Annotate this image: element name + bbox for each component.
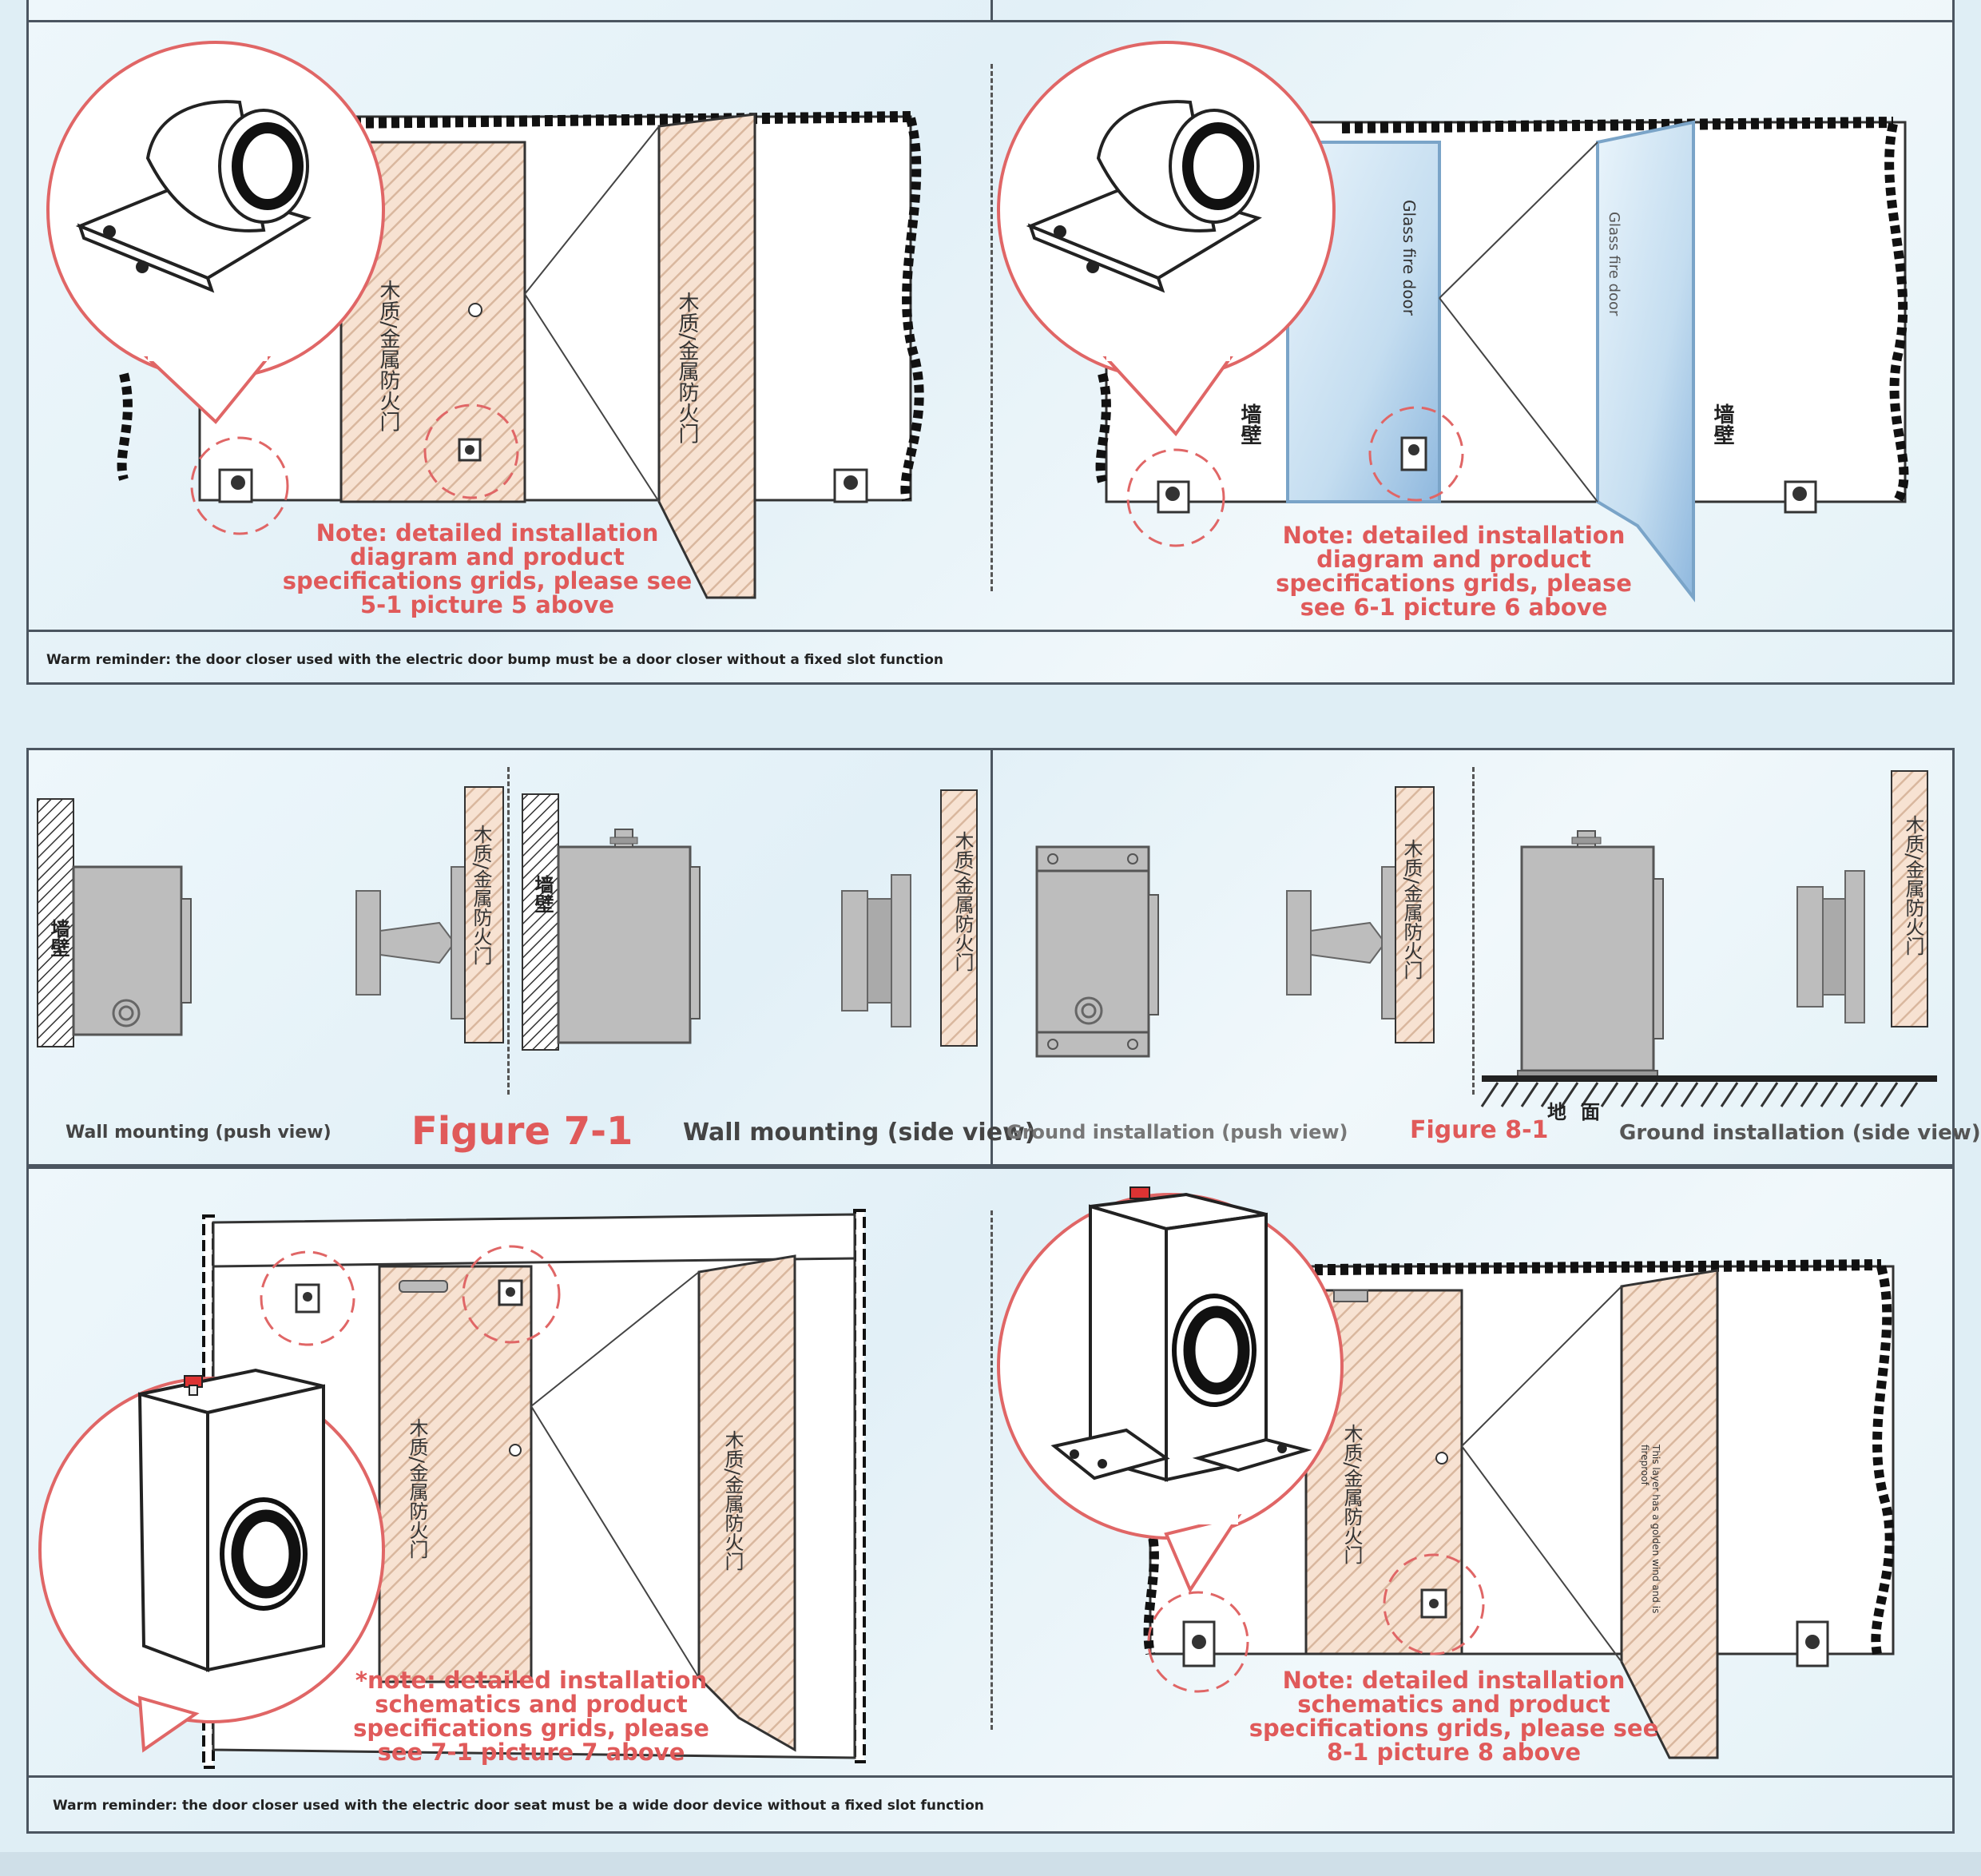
wall-push-door-label: 木质/金属防火门 bbox=[470, 825, 492, 966]
wall-side-view-caption: Wall mounting (side view) bbox=[683, 1119, 1036, 1147]
bottom-right-door-scene bbox=[997, 1186, 1895, 1759]
wall-mounting-push-view-drawing bbox=[37, 798, 192, 1047]
top-section-upper-rule bbox=[26, 20, 1955, 22]
wall-push-wall-label: 墙壁 bbox=[47, 919, 69, 957]
top-center-dashed-divider bbox=[990, 64, 993, 591]
ground-push-door-label: 木质/金属防火门 bbox=[1400, 839, 1423, 980]
bottom-warm-reminder: Warm reminder: the door closer used with… bbox=[53, 1798, 984, 1814]
ground-installation-push-view-strike bbox=[1286, 786, 1435, 1043]
ground-side-door-label: 木质/金属防火门 bbox=[1902, 815, 1924, 956]
top-left-door-label-2: 木质/金属防火门 bbox=[675, 292, 699, 444]
bottom-section-reminder-rule bbox=[26, 1775, 1955, 1778]
bottom-left-door-label-1: 木质/金属防火门 bbox=[406, 1418, 428, 1560]
bottom-right-door-label: 木质/金属防火门 bbox=[1340, 1424, 1363, 1565]
wall-push-view-caption: Wall mounting (push view) bbox=[66, 1123, 331, 1143]
top-left-install-note: Note: detailed installation diagram and … bbox=[282, 519, 693, 618]
wall-side-door-label: 木质/金属防火门 bbox=[951, 831, 974, 972]
ground-installation-push-view-drawing bbox=[1035, 845, 1159, 1058]
figure-7-title: Figure 7-1 bbox=[411, 1109, 633, 1154]
top-right-wall-label-1: 墙壁 bbox=[1237, 403, 1261, 445]
top-warm-reminder: Warm reminder: the door closer used with… bbox=[46, 652, 944, 668]
top-left-door-scene bbox=[46, 41, 924, 599]
top-section-upper-divider bbox=[990, 0, 993, 20]
middle-section-divider bbox=[990, 748, 993, 1167]
bottom-right-golden-note: This layer has a golden wind and is fire… bbox=[1639, 1445, 1661, 1614]
figure-7-dashed-divider bbox=[507, 767, 510, 1095]
ground-installation-side-view-strike bbox=[1796, 770, 1928, 1027]
bottom-section-frame bbox=[26, 1167, 1955, 1834]
ground-installation-side-view-drawing bbox=[1480, 830, 1937, 1107]
ground-label: 地面 bbox=[1547, 1101, 1614, 1123]
top-section-frame bbox=[26, 0, 1955, 685]
bottom-edge-band bbox=[0, 1852, 1981, 1876]
top-right-glass-door-scene bbox=[997, 41, 1909, 602]
wall-side-wall-label: 墙壁 bbox=[531, 875, 554, 913]
top-left-door-label-1: 木质/金属防火门 bbox=[376, 280, 400, 432]
wall-mounting-push-view-strike bbox=[355, 786, 504, 1043]
bottom-right-install-note: Note: detailed installation schematics a… bbox=[1249, 1667, 1659, 1766]
top-right-wall-label-2: 墙壁 bbox=[1710, 403, 1734, 445]
bottom-left-install-note: *note: detailed installation schematics … bbox=[353, 1667, 709, 1766]
ground-push-view-caption: Ground installation (push view) bbox=[1006, 1121, 1348, 1143]
figure-8-title: Figure 8-1 bbox=[1410, 1116, 1549, 1144]
bottom-left-door-scene bbox=[38, 1209, 866, 1769]
top-right-install-note: Note: detailed installation diagram and … bbox=[1276, 522, 1632, 621]
top-section-reminder-rule bbox=[26, 630, 1955, 632]
wall-mounting-side-view-drawing bbox=[522, 793, 701, 1051]
figure-8-dashed-divider bbox=[1472, 767, 1475, 1095]
ground-side-view-caption: Ground installation (side view) bbox=[1619, 1121, 1981, 1145]
top-right-glass-label-1: Glass fire door bbox=[1399, 200, 1419, 316]
bottom-left-door-label-2: 木质/金属防火门 bbox=[721, 1430, 744, 1572]
bottom-dashed-divider bbox=[990, 1210, 993, 1730]
top-right-glass-label-2: Glass fire door bbox=[1606, 212, 1622, 316]
wall-mounting-side-view-strike bbox=[841, 789, 978, 1047]
